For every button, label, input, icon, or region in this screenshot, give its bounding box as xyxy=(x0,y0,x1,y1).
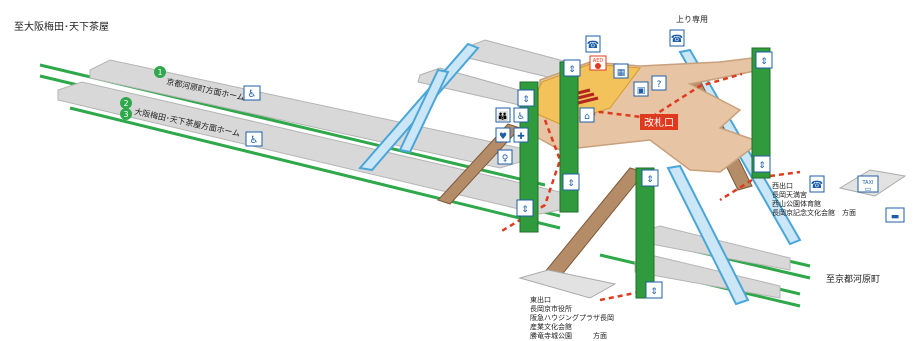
accessible-toilet-icon: ♿ xyxy=(513,107,529,123)
svg-text:▦: ▦ xyxy=(617,68,626,78)
east-exit-line: 阪急ハウジングプラザ長岡 xyxy=(530,313,614,322)
svg-text:☎: ☎ xyxy=(811,180,823,191)
svg-text:▬: ▬ xyxy=(891,212,900,222)
stroller-icon: ♿ xyxy=(243,85,261,101)
station-office-icon: ⌂ xyxy=(579,107,595,123)
nursing-icon: ♀ xyxy=(497,149,513,165)
platform-number-1: 1 xyxy=(154,66,166,78)
information-icon: ? xyxy=(651,75,667,91)
ostomate-icon: ✚ xyxy=(513,127,529,143)
platform-number-3: 3 xyxy=(120,108,132,120)
svg-text:☎: ☎ xyxy=(671,34,683,45)
west-exit-line: 西山公園体育館 xyxy=(772,199,821,208)
svg-text:⇕: ⇕ xyxy=(646,175,654,185)
svg-text:▭: ▭ xyxy=(865,185,872,193)
elevator-icon: ⇕ xyxy=(516,199,534,217)
west-exit-title: 西出口 xyxy=(772,181,793,190)
svg-text:▣: ▣ xyxy=(637,86,646,96)
escalator-4 xyxy=(666,164,750,306)
east-exit-title: 東出口 xyxy=(530,295,551,304)
svg-text:✚: ✚ xyxy=(517,132,525,142)
elevator-icon: ⇕ xyxy=(563,59,581,77)
svg-text:⇕: ⇕ xyxy=(650,287,658,297)
svg-text:⇕: ⇕ xyxy=(760,57,768,67)
svg-text:TAXI: TAXI xyxy=(862,180,874,186)
elevator-icon: ⇕ xyxy=(753,155,771,173)
stairs-2 xyxy=(539,167,646,283)
svg-text:⇕: ⇕ xyxy=(521,205,529,215)
bus-icon: ▬ xyxy=(885,207,905,223)
svg-text:⇕: ⇕ xyxy=(522,95,530,105)
svg-text:👪: 👪 xyxy=(497,110,508,122)
escalator-2 xyxy=(398,68,450,154)
east-exit-slab xyxy=(518,269,617,299)
east-exit-line: 勝竜寺城公園 方面 xyxy=(530,331,607,340)
svg-text:⇕: ⇕ xyxy=(758,161,766,171)
phone-icon: ☎ xyxy=(669,29,685,47)
route-dashed xyxy=(499,72,801,302)
elevator-icon: ⇕ xyxy=(641,169,659,187)
svg-text:♀: ♀ xyxy=(502,154,509,164)
direction-kawaramachi: 至京都河原町 xyxy=(826,273,880,285)
svg-text:?: ? xyxy=(657,80,662,90)
elevator-icon: ⇕ xyxy=(562,173,580,191)
elevator-icon: ⇕ xyxy=(517,89,535,107)
svg-text:AED: AED xyxy=(593,58,604,64)
svg-text:♿: ♿ xyxy=(248,89,257,100)
svg-text:2: 2 xyxy=(123,99,128,108)
ticket-gate-label: 改札口 xyxy=(640,114,678,130)
svg-text:♥: ♥ xyxy=(499,132,507,142)
taxi-icon: TAXI ▭ xyxy=(857,175,879,193)
west-exit-line: 長岡天満宮 xyxy=(772,190,807,199)
east-exit-line: 長岡京市役所 xyxy=(530,304,572,313)
baby-room-icon: ♥ xyxy=(495,127,511,143)
restroom-icon: 👪 xyxy=(495,107,511,123)
elevator-icon: ⇕ xyxy=(645,281,663,299)
svg-text:⇕: ⇕ xyxy=(567,179,575,189)
west-exit-line: 長岡京記念文化会館 方面 xyxy=(772,208,856,217)
svg-text:♿: ♿ xyxy=(250,135,259,146)
aed-icon: AED xyxy=(589,55,607,71)
phone-icon: ☎ xyxy=(809,175,825,193)
svg-text:⇕: ⇕ xyxy=(568,65,576,75)
platform-number-2: 2 xyxy=(120,97,132,109)
svg-text:3: 3 xyxy=(123,110,128,119)
up-only-label: 上り専用 xyxy=(676,14,708,24)
svg-text:改札口: 改札口 xyxy=(644,116,674,129)
svg-text:☎: ☎ xyxy=(587,40,599,51)
ticket-machine-icon: ▣ xyxy=(633,81,649,97)
phone-icon: ☎ xyxy=(585,35,601,53)
locker-icon: ▦ xyxy=(613,63,629,79)
east-exit-line: 産業文化会館 xyxy=(530,322,572,331)
svg-text:1: 1 xyxy=(157,68,162,77)
elevator-icon: ⇕ xyxy=(755,51,773,69)
svg-text:⌂: ⌂ xyxy=(584,112,590,122)
svg-text:♿: ♿ xyxy=(517,112,525,122)
stroller-icon: ♿ xyxy=(245,131,263,147)
east-exit-info: 東出口 長岡京市役所 阪急ハウジングプラザ長岡 産業文化会館 勝竜寺城公園 方面 xyxy=(530,295,614,340)
direction-osaka: 至大阪梅田･天下茶屋 xyxy=(14,20,109,33)
west-exit-info: 西出口 長岡天満宮 西山公園体育館 長岡京記念文化会館 方面 xyxy=(772,181,856,217)
